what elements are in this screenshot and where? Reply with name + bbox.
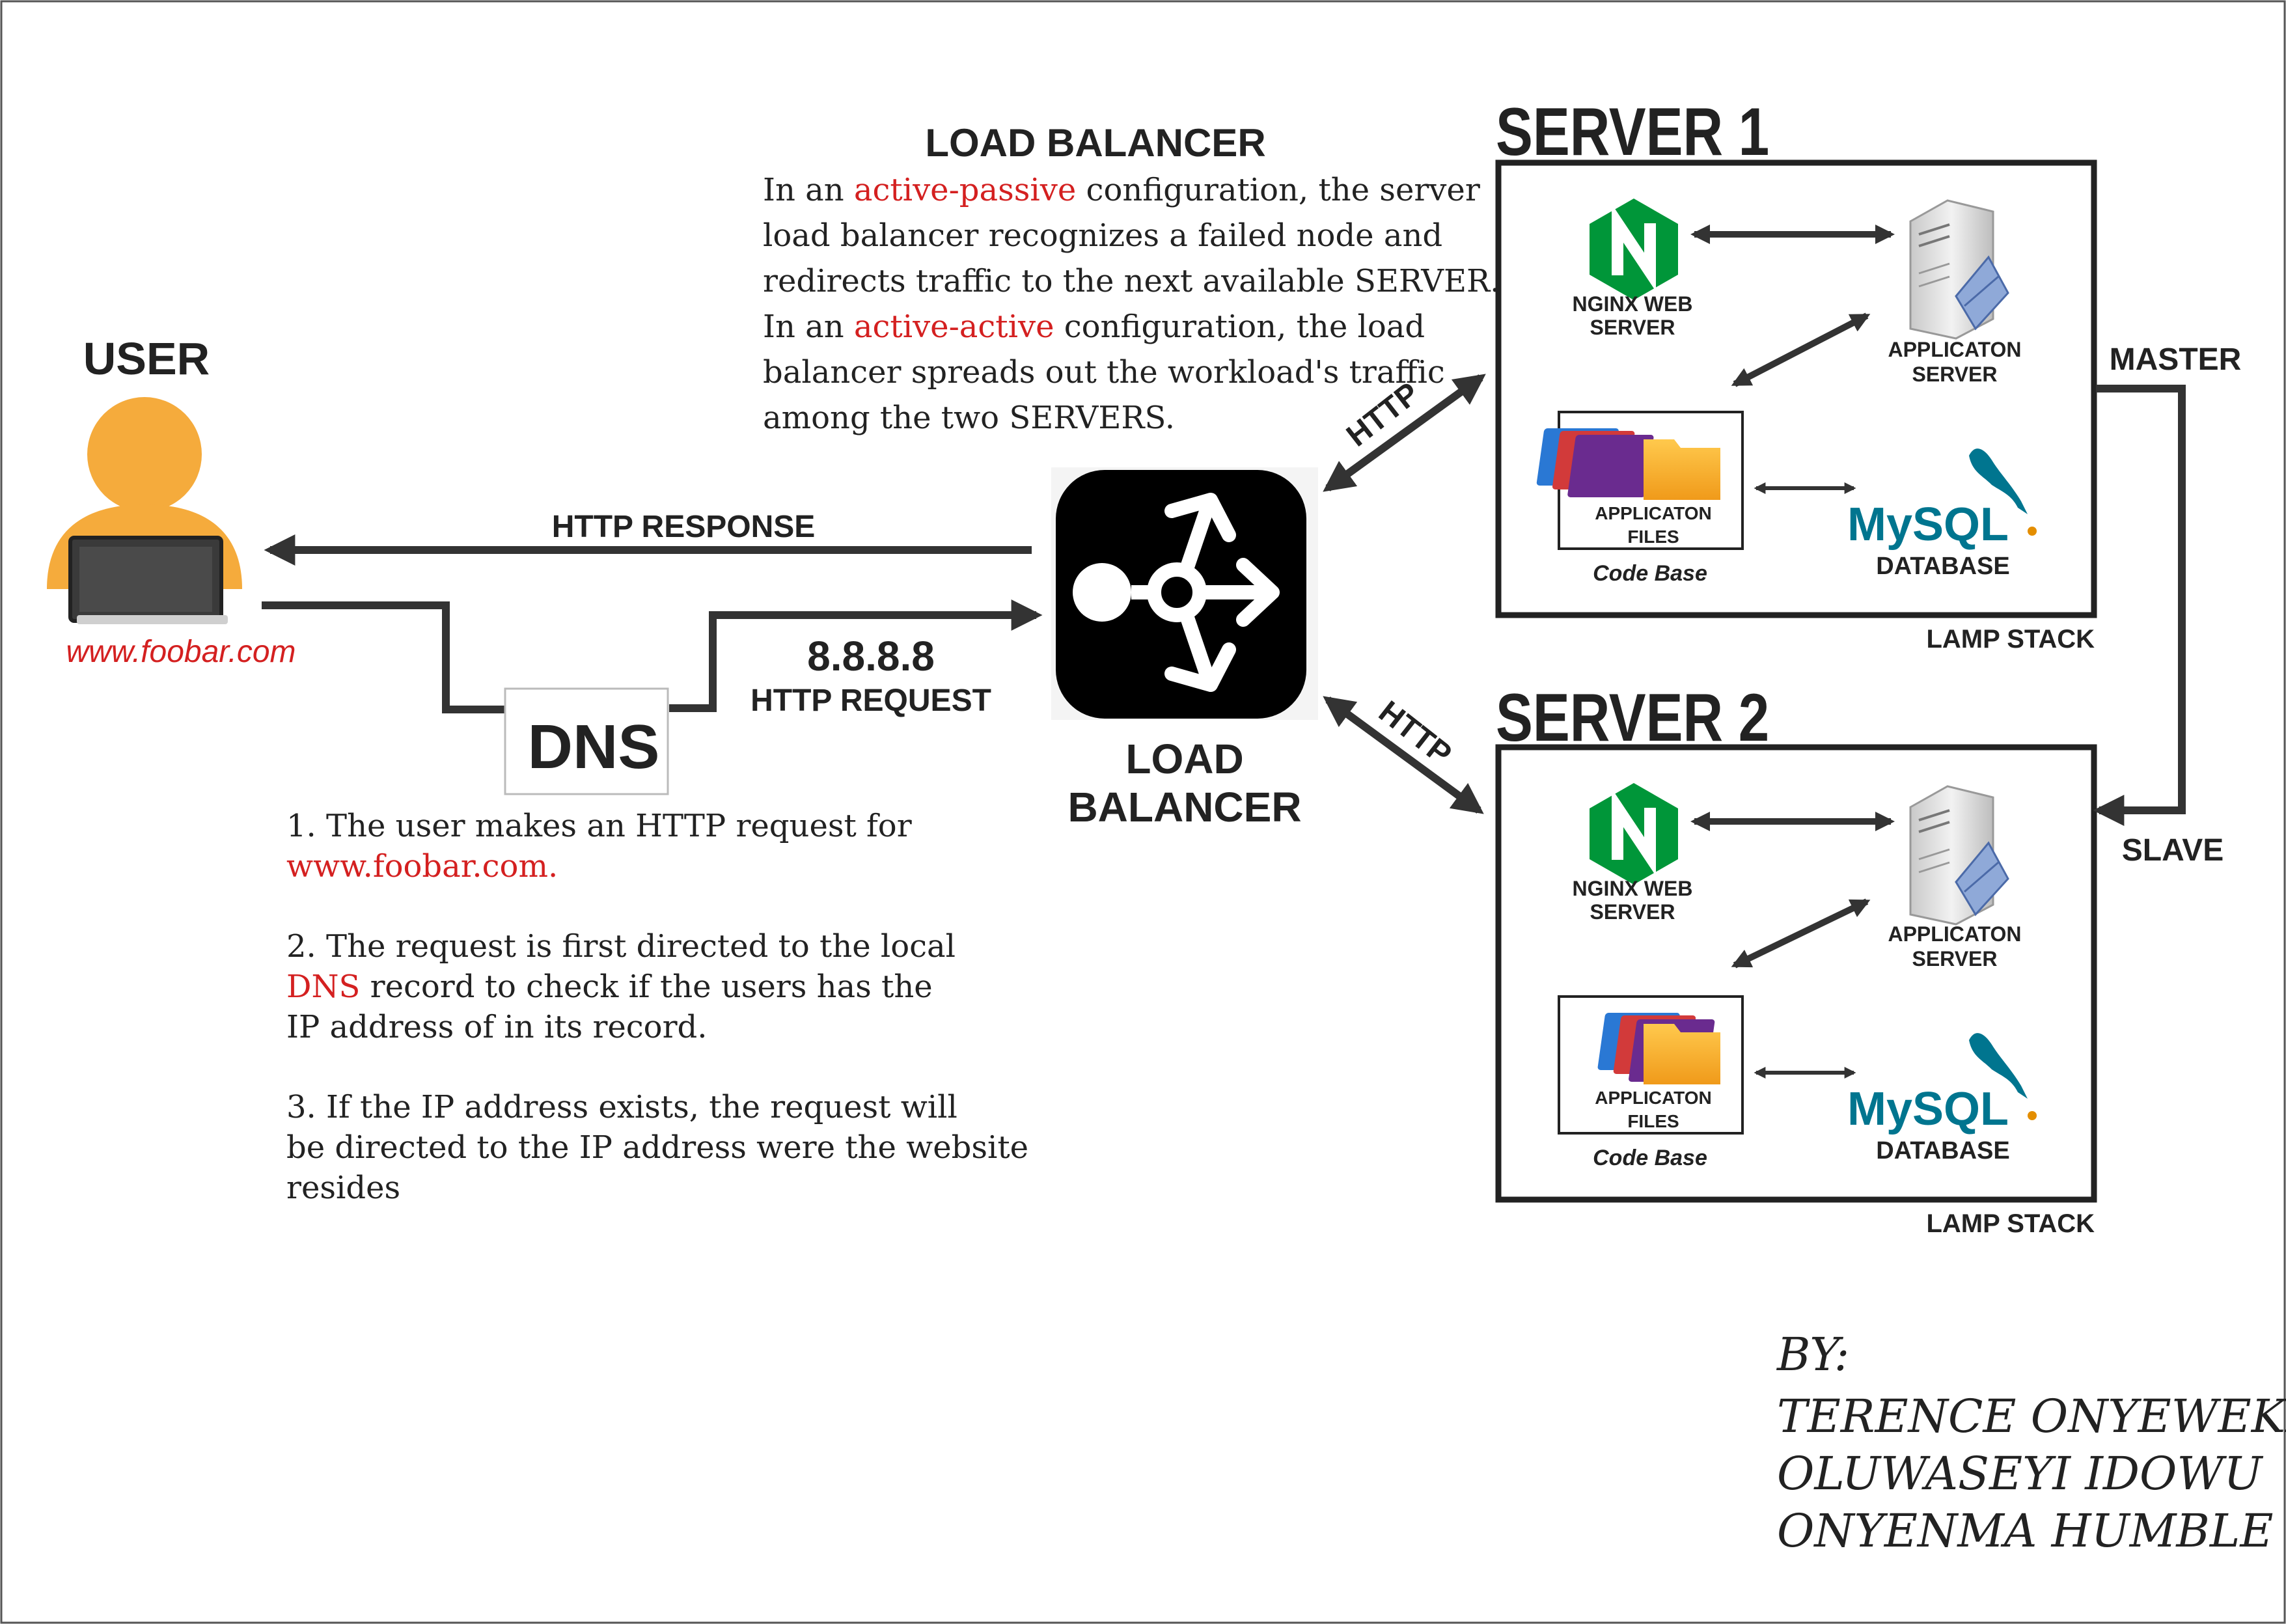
- ip-address-label: 8.8.8.8: [807, 633, 935, 680]
- database-label: DATABASE: [1876, 553, 2009, 580]
- app-files-arrow: [1731, 898, 1871, 969]
- load-balancer-node: LOAD BALANCER: [1051, 467, 1318, 831]
- credits-by: BY:: [1776, 1328, 1849, 1381]
- app-server-label-line-2: SERVER: [1912, 947, 1997, 970]
- server-2-title: SERVER 2: [1496, 680, 1769, 756]
- mysql-logo: MySQL: [1847, 448, 2037, 551]
- app-server-label-line-2: SERVER: [1912, 363, 1997, 386]
- lamp-stack-label: LAMP STACK: [1926, 625, 2095, 654]
- files-label-line-1: APPLICATON: [1595, 503, 1711, 523]
- folder-icon: [1536, 428, 1720, 500]
- mysql-wordmark: MySQL: [1847, 1083, 2009, 1135]
- replication-link: MASTER SLAVE: [2093, 342, 2242, 868]
- step-2-line-1: 2. The request is first directed to the …: [286, 928, 956, 965]
- lb-desc-line-6: among the two SERVERS.: [763, 400, 1175, 436]
- http-request-path: 8.8.8.8 HTTP REQUEST: [262, 599, 1043, 718]
- active-active-highlight: active-active: [854, 309, 1054, 345]
- master-label: MASTER: [2110, 342, 2242, 377]
- folder-icon: [1597, 1013, 1720, 1084]
- load-balancer-icon: [1056, 470, 1306, 719]
- user-url: www.foobar.com: [66, 635, 296, 669]
- app-server-icon: [1909, 785, 2009, 926]
- files-label-line-1: APPLICATON: [1595, 1088, 1711, 1108]
- step-2-line-3: IP address of in its record.: [286, 1009, 708, 1045]
- slave-label: SLAVE: [2122, 833, 2224, 868]
- server-1-title: SERVER 1: [1496, 94, 1769, 170]
- lb-desc-text: configuration, the server: [1076, 172, 1480, 208]
- step-3-line-2: be directed to the IP address were the w…: [286, 1129, 1028, 1166]
- step-3-line-3: resides: [286, 1170, 400, 1206]
- active-passive-highlight: active-passive: [854, 172, 1076, 208]
- dns-label: DNS: [528, 712, 660, 782]
- files-label-line-2: FILES: [1627, 1111, 1679, 1131]
- step-2-line-2: DNS record to check if the users has the: [286, 969, 933, 1005]
- http-link-server1: HTTP: [1323, 374, 1486, 492]
- app-server-icon: [1909, 199, 2009, 340]
- nginx-icon: [1590, 783, 1678, 885]
- step-text: record to check if the users has the: [360, 969, 932, 1005]
- nginx-label-line-1: NGINX WEB: [1573, 877, 1693, 900]
- http-response-arrow: HTTP RESPONSE: [264, 510, 1032, 566]
- lb-desc-line-3: redirects traffic to the next available …: [763, 263, 1500, 299]
- app-server-label-line-1: APPLICATON: [1888, 922, 2021, 946]
- nginx-icon: [1590, 199, 1678, 300]
- server-1: SERVER 1 NGINX WEB SERVER APPLICATON SER…: [1495, 94, 2097, 654]
- dns-box: DNS: [504, 687, 669, 795]
- lb-desc-line-1: In an active-passive configuration, the …: [763, 172, 1480, 208]
- files-label-line-2: FILES: [1627, 527, 1679, 547]
- app-files-arrow: [1731, 312, 1871, 387]
- lb-label-line-1: LOAD: [1125, 736, 1243, 782]
- step-3-line-1: 3. If the IP address exists, the request…: [286, 1089, 957, 1125]
- mysql-logo: MySQL: [1847, 1033, 2037, 1135]
- nginx-label-line-2: SERVER: [1590, 900, 1675, 924]
- dns-highlight: DNS: [286, 969, 360, 1005]
- lb-label-line-2: BALANCER: [1067, 784, 1301, 831]
- lb-desc-text: In an: [763, 172, 854, 208]
- nginx-label-line-1: NGINX WEB: [1573, 292, 1693, 316]
- step-1-url: www.foobar.com.: [286, 848, 558, 885]
- steps-text: 1. The user makes an HTTP request for ww…: [286, 808, 1028, 1206]
- server-2-box: [1495, 744, 2097, 1203]
- credits-name-2: OLUWASEYI IDOWU: [1777, 1447, 2263, 1500]
- code-base-label: Code Base: [1593, 1146, 1707, 1170]
- server-2: SERVER 2 NGINX WEB SERVER APPLICATON SER…: [1495, 680, 2097, 1238]
- http-request-label: HTTP REQUEST: [751, 683, 991, 718]
- lb-desc-line-2: load balancer recognizes a failed node a…: [763, 217, 1442, 254]
- user-laptop-icon: [47, 397, 242, 624]
- lb-desc-line-5: balancer spreads out the workload's traf…: [763, 354, 1445, 391]
- lb-description: LOAD BALANCER In an active-passive confi…: [763, 121, 1500, 436]
- http-response-label: HTTP RESPONSE: [552, 510, 816, 544]
- server-1-box: [1495, 159, 2097, 618]
- step-1-line-1: 1. The user makes an HTTP request for: [286, 808, 912, 844]
- user-node: USER www.foobar.com: [47, 333, 296, 669]
- database-label: DATABASE: [1876, 1137, 2009, 1164]
- nginx-label-line-2: SERVER: [1590, 316, 1675, 339]
- lamp-stack-label: LAMP STACK: [1926, 1209, 2095, 1238]
- user-label: USER: [83, 333, 210, 384]
- app-server-label-line-1: APPLICATON: [1888, 338, 2021, 361]
- credits-name-3: ONYENMA HUMBLE: [1777, 1504, 2273, 1558]
- lb-desc-text: configuration, the load: [1054, 309, 1425, 345]
- lb-desc-line-4: In an active-active configuration, the l…: [763, 309, 1425, 345]
- http-link-server2: HTTP: [1323, 695, 1484, 814]
- lb-desc-text: In an: [763, 309, 854, 345]
- mysql-wordmark: MySQL: [1847, 499, 2009, 551]
- credits-name-1: TERENCE ONYEWEKE: [1777, 1390, 2286, 1443]
- lb-heading: LOAD BALANCER: [925, 121, 1265, 165]
- code-base-label: Code Base: [1593, 561, 1707, 586]
- credits: BY: TERENCE ONYEWEKE OLUWASEYI IDOWU ONY…: [1776, 1328, 2286, 1558]
